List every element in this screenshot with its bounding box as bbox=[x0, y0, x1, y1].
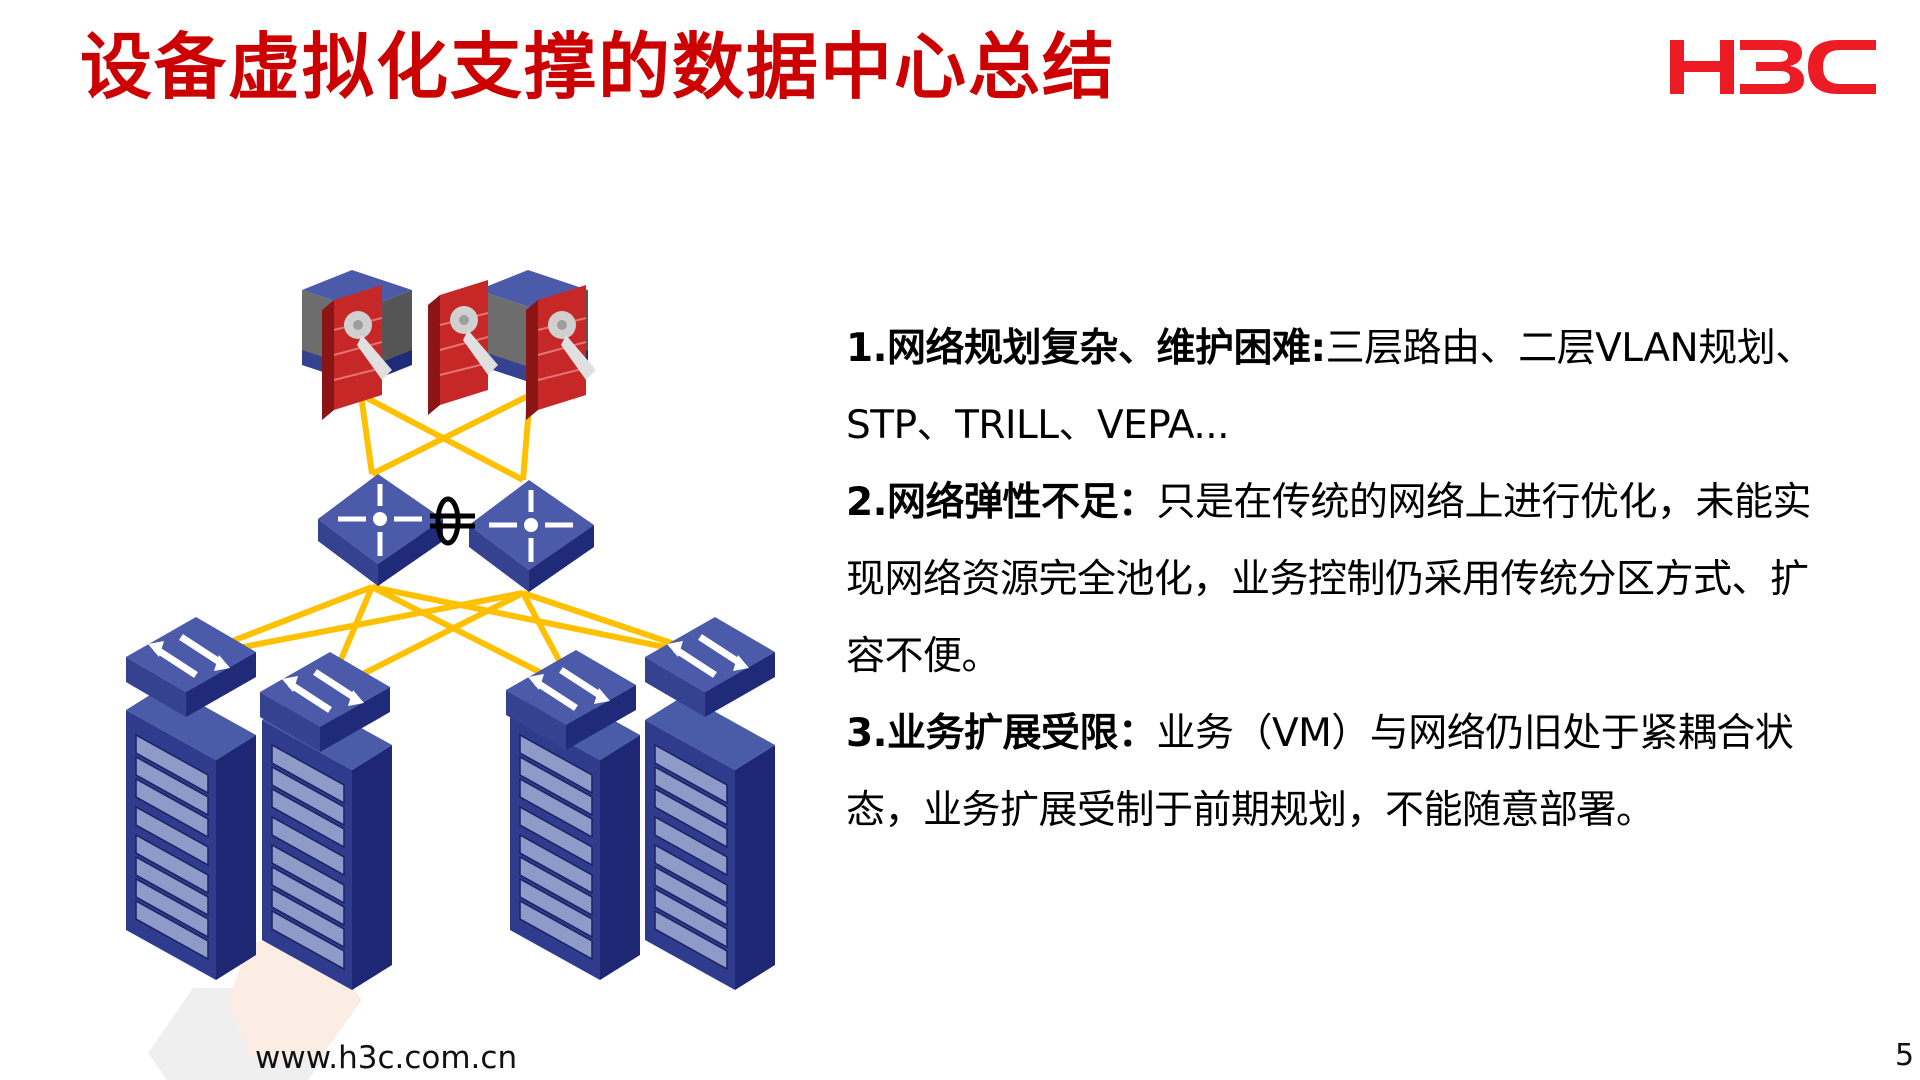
point-3-lead: 3.业务扩展受限： bbox=[846, 711, 1157, 756]
core-layer bbox=[302, 270, 597, 421]
point-2-text: 只是在传统的网络上进行优化，未能实现网络资源完全池化，业务控制仍采用传统分区方式… bbox=[846, 480, 1811, 679]
point-1-text: 三层路由、二层VLAN规划、STP、TRILL、VEPA... bbox=[846, 326, 1814, 448]
h3c-logo bbox=[1670, 40, 1876, 94]
point-2-lead: 2.网络弹性不足： bbox=[846, 480, 1157, 525]
aggregation-layer bbox=[318, 474, 594, 592]
point-2: 2.网络弹性不足：只是在传统的网络上进行优化，未能实现网络资源完全池化，业务控制… bbox=[846, 464, 1836, 695]
network-diagram bbox=[0, 270, 820, 991]
point-3: 3.业务扩展受限：业务（VM）与网络仍旧处于紧耦合状态，业务扩展受制于前期规划，… bbox=[846, 695, 1836, 849]
page-number: 5 bbox=[1895, 1038, 1915, 1073]
summary-points: 1.网络规划复杂、维护困难:三层路由、二层VLAN规划、STP、TRILL、VE… bbox=[846, 310, 1836, 849]
point-3-text: 业务（VM）与网络仍旧处于紧耦合状态，业务扩展受制于前期规划，不能随意部署。 bbox=[846, 711, 1794, 833]
footer-url: www.h3c.com.cn bbox=[255, 1040, 518, 1076]
point-1-lead: 1.网络规划复杂、维护困难: bbox=[846, 326, 1326, 371]
point-1: 1.网络规划复杂、维护困难:三层路由、二层VLAN规划、STP、TRILL、VE… bbox=[846, 310, 1836, 464]
page-title: 设备虚拟化支撑的数据中心总结 bbox=[80, 25, 1117, 109]
server-racks bbox=[125, 684, 776, 991]
